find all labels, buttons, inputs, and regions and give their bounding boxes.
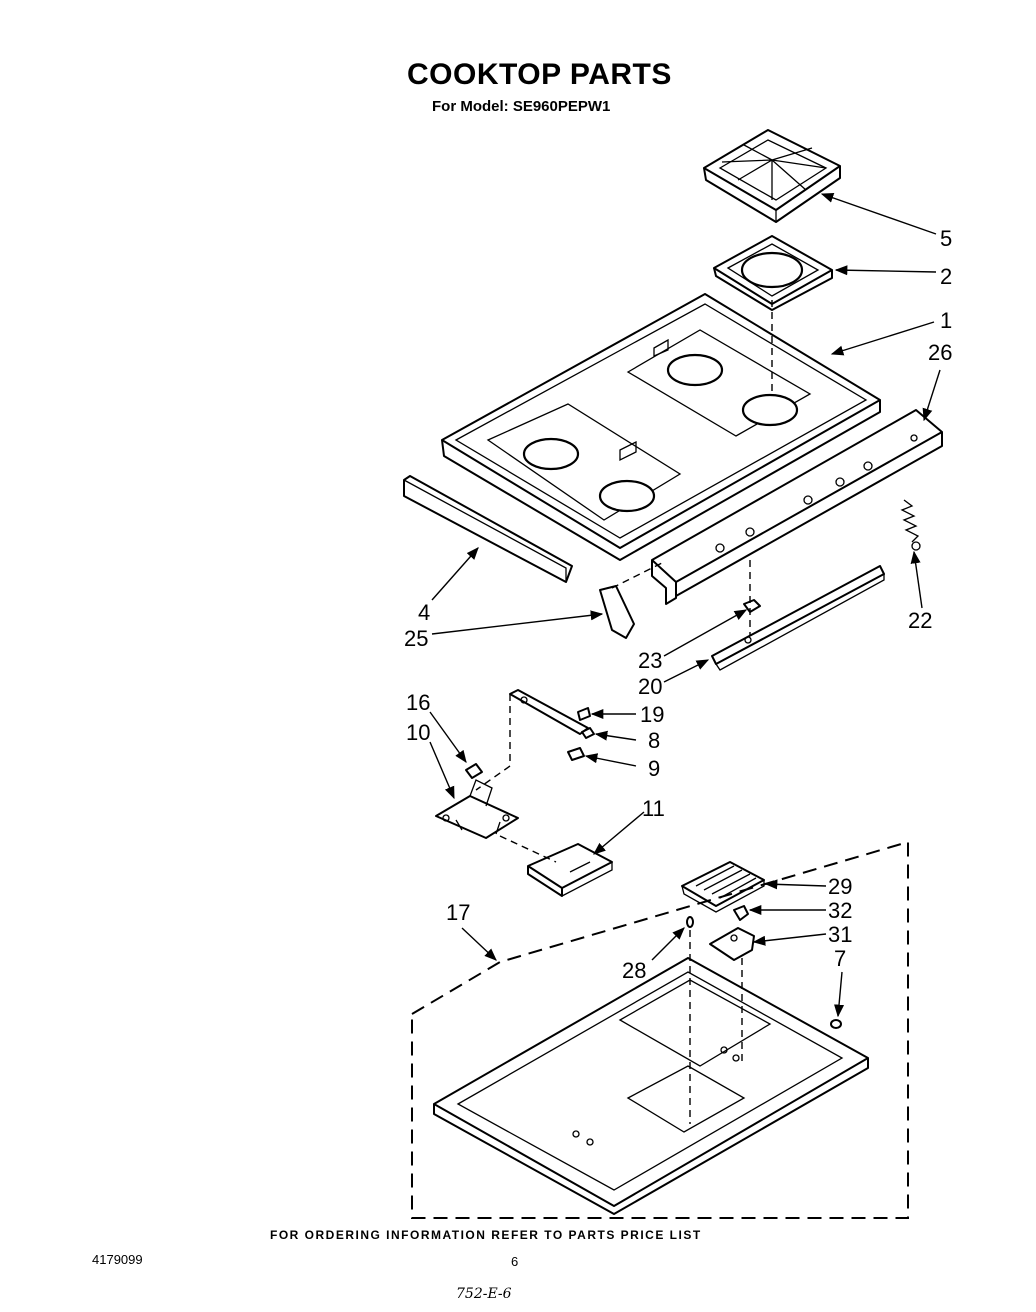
valve-assembly-parts: [435, 689, 595, 863]
callout-32: 32: [828, 898, 852, 923]
callout-1: 1: [940, 308, 952, 333]
fastener-parts: [686, 916, 842, 1124]
leader-lines: [429, 192, 941, 1018]
model-subtitle: For Model: SE960PEPW1: [432, 98, 611, 115]
callout-26: 26: [928, 340, 952, 365]
cooktop-main-part: [441, 293, 881, 561]
callout-9: 9: [648, 756, 660, 781]
retainer-clip-part: [733, 905, 749, 921]
manifold-bracket-part: [651, 409, 943, 605]
page-number: 6: [511, 1254, 519, 1269]
callout-2: 2: [940, 264, 952, 289]
callout-4: 4: [418, 600, 430, 625]
callout-7: 7: [834, 946, 846, 971]
callout-10: 10: [406, 720, 430, 745]
page-title: COOKTOP PARTS: [407, 58, 672, 91]
end-cap-part: [599, 561, 665, 639]
callout-29: 29: [828, 874, 852, 899]
callout-8: 8: [648, 728, 660, 753]
callout-23: 23: [638, 648, 662, 673]
handwritten-code: 752-E-6: [456, 1286, 512, 1302]
callout-11: 11: [642, 796, 665, 821]
rail-part: [711, 565, 885, 671]
burner-grate-part: [703, 129, 841, 223]
callout-20: 20: [638, 674, 662, 699]
burner-box-part: [411, 840, 909, 1219]
callout-16: 16: [406, 690, 430, 715]
callout-5: 5: [940, 226, 952, 251]
ordering-info-note: FOR ORDERING INFORMATION REFER TO PARTS …: [270, 1228, 702, 1242]
callout-22: 22: [908, 608, 932, 633]
callout-25: 25: [404, 626, 428, 651]
valve-bracket-part: [527, 843, 613, 897]
callout-17: 17: [446, 900, 470, 925]
callout-labels: 5 2 1 26 22 4 25 23 20 16 10 19 8 9 11 1…: [404, 226, 952, 983]
clip-part: [743, 560, 761, 636]
front-trim-part: [403, 475, 573, 583]
burner-bowl-part: [713, 235, 833, 311]
document-number: 4179099: [92, 1252, 143, 1267]
callout-31: 31: [828, 922, 852, 947]
callout-28: 28: [622, 958, 646, 983]
spring-part: [900, 499, 921, 551]
callout-19: 19: [640, 702, 664, 727]
